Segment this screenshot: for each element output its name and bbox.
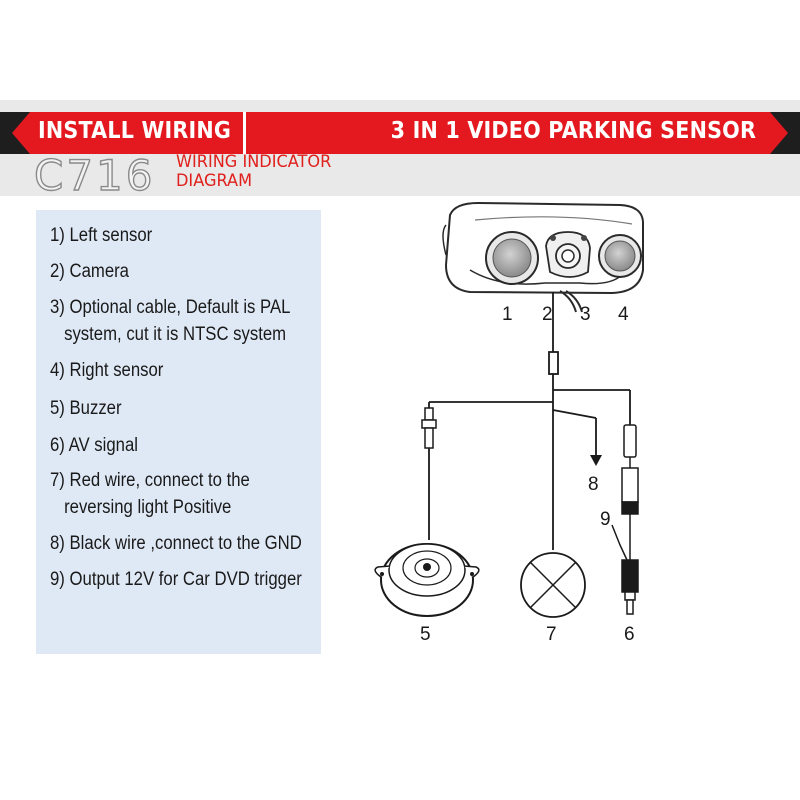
diagram-subtitle-line-2: DIAGRAM <box>176 171 253 191</box>
legend-item-text: 9) Output 12V for Car DVD trigger <box>50 569 302 590</box>
ground-arrow-icon <box>590 455 602 466</box>
reversing-light-icon <box>520 552 586 618</box>
legend-item-1: 1) Left sensor <box>50 222 152 249</box>
install-wiring-title: INSTALL WIRING <box>38 118 232 144</box>
callout-4: 4 <box>618 304 629 325</box>
legend-item-9: 9) Output 12V for Car DVD trigger <box>50 566 302 593</box>
callout-9: 9 <box>600 509 611 530</box>
legend-item-continuation: reversing light Positive <box>64 497 232 518</box>
legend-item-text: 7) Red wire, connect to the <box>50 470 250 491</box>
callout-3: 3 <box>580 304 591 325</box>
sensor-camera-unit <box>442 201 644 313</box>
legend-item-continuation: system, cut it is NTSC system <box>64 324 287 345</box>
callout-6: 6 <box>624 624 635 645</box>
right-sensor-icon <box>598 234 642 278</box>
product-title: 3 IN 1 VIDEO PARKING SENSOR <box>390 118 756 144</box>
legend-item-text: 4) Right sensor <box>50 360 164 381</box>
legend-item-text: 3) Optional cable, Default is PAL <box>50 297 291 318</box>
left-sensor-icon <box>485 231 539 285</box>
diagram-subtitle-line-1: WIRING INDICATOR <box>176 152 332 172</box>
callout-5: 5 <box>420 624 431 645</box>
camera-icon <box>545 231 591 278</box>
model-code: C716 <box>33 150 156 200</box>
buzzer-connector-icon <box>421 407 437 449</box>
legend-item-text: 1) Left sensor <box>50 225 153 246</box>
header-red-bar <box>0 112 800 154</box>
wiring-lines <box>428 292 631 550</box>
legend-item-text: 6) AV signal <box>50 435 138 456</box>
legend-panel <box>36 210 321 654</box>
legend-item-text: 2) Camera <box>50 261 129 282</box>
legend-item-6: 6) AV signal <box>50 432 138 459</box>
callout-2: 2 <box>542 304 553 325</box>
legend-item-5: 5) Buzzer <box>50 395 122 422</box>
callout-1: 1 <box>502 304 513 325</box>
callout-7: 7 <box>546 624 557 645</box>
wiring-diagram: 1 2 3 4 5 6 7 8 9 <box>374 201 644 645</box>
av-connector-icon <box>611 424 639 615</box>
buzzer-icon <box>374 543 480 617</box>
legend-item-text: 5) Buzzer <box>50 398 122 419</box>
legend-item-3: 3) Optional cable, Default is PAL system,… <box>50 294 290 348</box>
legend-item-8: 8) Black wire ,connect to the GND <box>50 530 302 557</box>
callout-numbers: 1 2 3 4 5 6 7 8 9 <box>420 304 635 645</box>
legend-item-text: 8) Black wire ,connect to the GND <box>50 533 302 554</box>
legend-item-4: 4) Right sensor <box>50 357 163 384</box>
callout-8: 8 <box>588 474 599 495</box>
legend-item-7: 7) Red wire, connect to the reversing lig… <box>50 467 250 521</box>
legend-item-2: 2) Camera <box>50 258 129 285</box>
